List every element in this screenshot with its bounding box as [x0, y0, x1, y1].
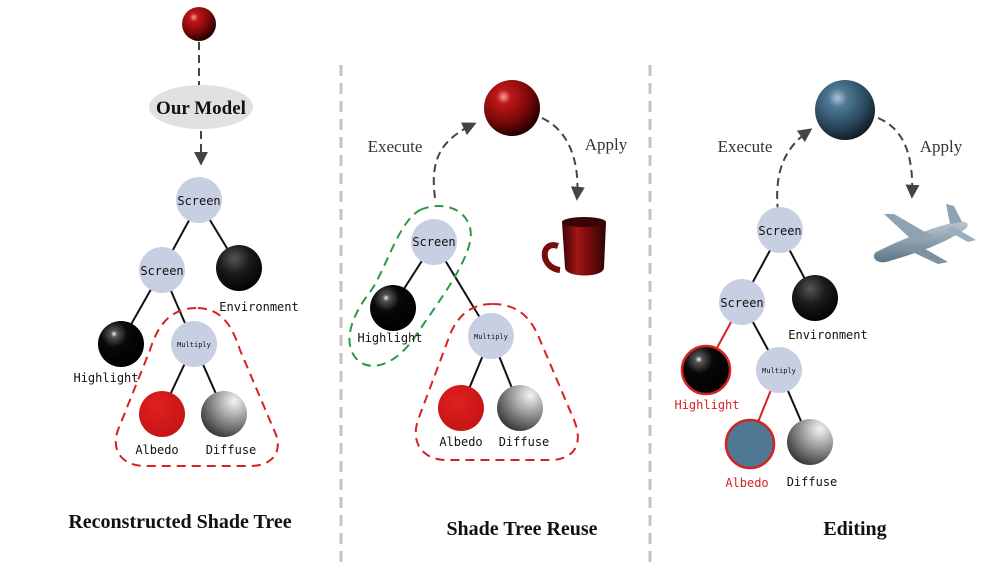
output-sphere-blue — [815, 80, 875, 140]
execute-arrow — [776, 128, 813, 213]
albedo-label: Albedo — [135, 443, 178, 457]
apply-arrow — [877, 117, 920, 199]
panel-title: Editing — [823, 518, 886, 540]
highlight-sphere-edited — [680, 344, 732, 396]
panel-title: Reconstructed Shade Tree — [68, 511, 291, 533]
node-screen-2 — [719, 279, 765, 325]
albedo-label: Albedo — [439, 435, 482, 449]
model-bubble — [149, 85, 253, 129]
node-multiply-label: Multiply — [762, 367, 796, 375]
node-screen — [411, 219, 457, 265]
node-screen-root-label: Screen — [177, 194, 220, 208]
red-group-outline — [114, 306, 279, 467]
apply-label: Apply — [585, 135, 628, 154]
diffuse-label: Diffuse — [499, 435, 550, 449]
node-multiply-label: Multiply — [474, 333, 508, 341]
albedo-sphere — [139, 391, 185, 437]
environment-sphere — [792, 275, 838, 321]
node-screen-2-label: Screen — [720, 296, 763, 310]
airplane-object — [873, 204, 976, 264]
albedo-label-edited: Albedo — [725, 476, 768, 490]
green-group-outline — [348, 205, 472, 367]
diffuse-label: Diffuse — [787, 475, 838, 489]
environment-sphere — [216, 245, 262, 291]
apply-arrow — [541, 117, 585, 201]
node-screen-2 — [139, 247, 185, 293]
highlight-label: Highlight — [73, 371, 138, 385]
panel-title: Shade Tree Reuse — [446, 518, 597, 540]
node-screen-root-label: Screen — [758, 224, 801, 238]
highlight-sphere — [98, 321, 144, 367]
highlight-label-edited: Highlight — [674, 398, 739, 412]
node-multiply — [171, 321, 217, 367]
execute-arrow — [432, 122, 477, 199]
execute-label: Execute — [718, 137, 773, 156]
red-group-outline — [414, 302, 579, 461]
node-screen-label: Screen — [412, 235, 455, 249]
panel-reuse: Execute Apply Screen Highlight Multiply … — [348, 80, 628, 540]
input-sphere-red — [182, 7, 216, 41]
diffuse-sphere — [787, 419, 833, 465]
mug-object — [541, 217, 606, 276]
model-label: Our Model — [156, 98, 246, 119]
environment-label: Environment — [788, 328, 867, 342]
output-sphere-red — [484, 80, 540, 136]
node-screen-root — [757, 207, 803, 253]
diffuse-sphere — [201, 391, 247, 437]
albedo-sphere-edited — [724, 418, 776, 470]
node-multiply — [756, 347, 802, 393]
execute-label: Execute — [368, 137, 423, 156]
node-multiply — [468, 313, 514, 359]
environment-label: Environment — [219, 300, 298, 314]
albedo-sphere — [438, 385, 484, 431]
panel-reconstructed: Our Model Screen Screen Environment High… — [68, 7, 299, 533]
diffuse-label: Diffuse — [206, 443, 257, 457]
node-screen-2-label: Screen — [140, 264, 183, 278]
apply-label: Apply — [920, 137, 963, 156]
panel-editing: Execute Apply Screen Screen Environment … — [674, 80, 976, 540]
node-multiply-label: Multiply — [177, 341, 211, 349]
highlight-sphere — [370, 285, 416, 331]
highlight-label: Highlight — [357, 331, 422, 345]
node-screen-root — [176, 177, 222, 223]
diffuse-sphere — [497, 385, 543, 431]
